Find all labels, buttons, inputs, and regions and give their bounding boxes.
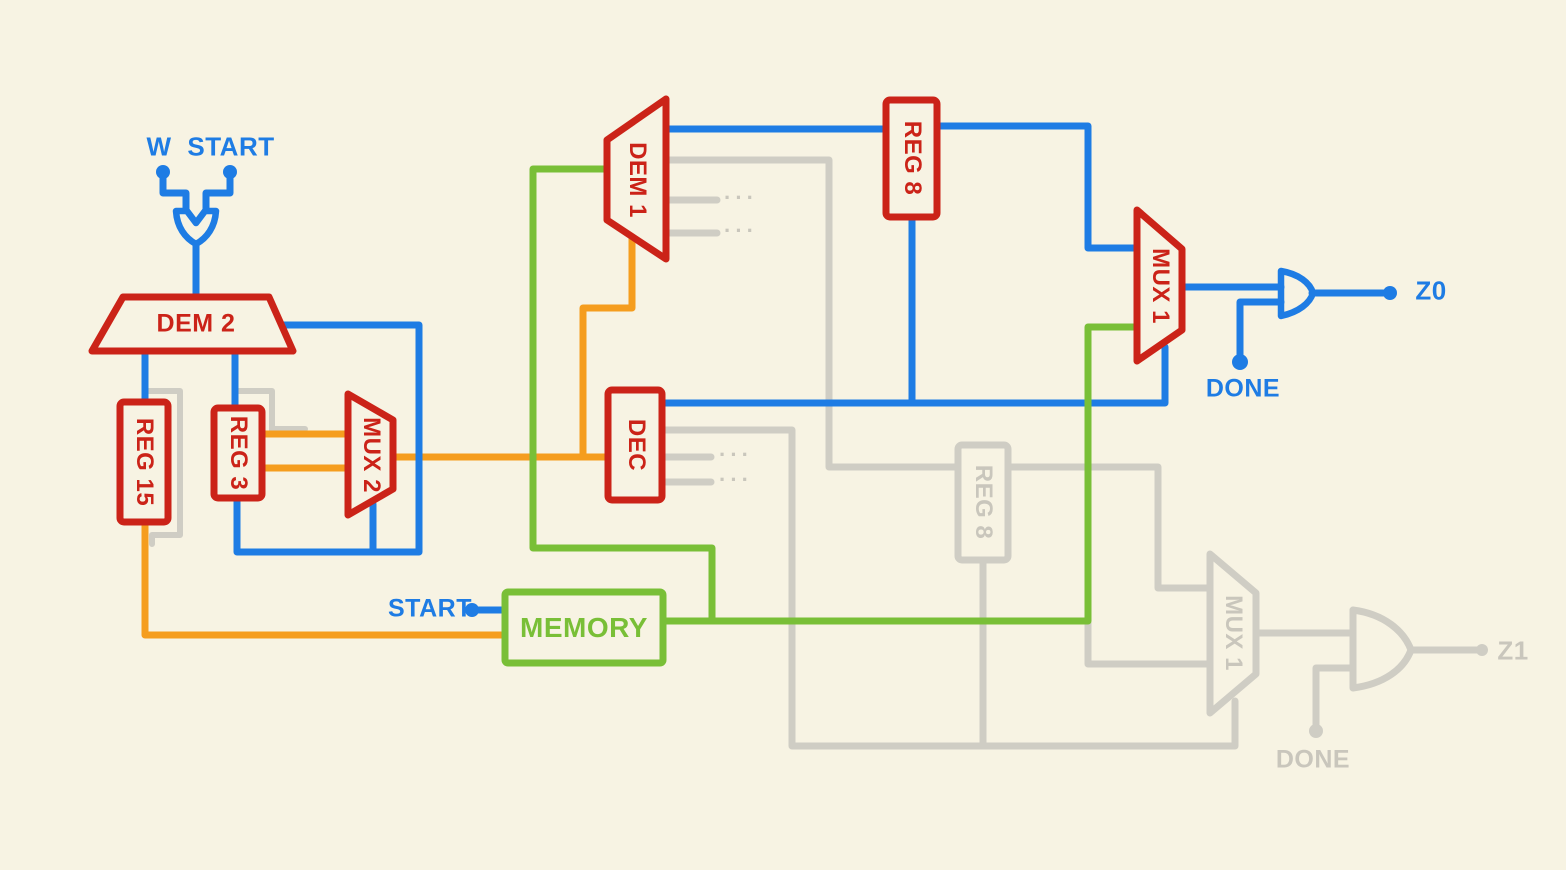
wire-start-lead xyxy=(202,174,234,213)
wire-memory-mux1 xyxy=(658,323,1142,625)
wire-donei-lead xyxy=(1312,664,1358,730)
dem1-label: DEM 1 xyxy=(624,142,651,218)
wire-reg8-mux1 xyxy=(932,122,1142,252)
z0-label: Z0 xyxy=(1415,275,1447,306)
dem1-ellipsis-2: ··· xyxy=(724,218,758,243)
wire-w-lead xyxy=(159,174,190,213)
reg15-box xyxy=(116,398,172,526)
wire-dem1-ghost xyxy=(663,156,963,471)
start-memory-label: START xyxy=(388,594,472,623)
mux2-body xyxy=(344,390,397,519)
done-label: DONE xyxy=(1205,374,1281,403)
dec-ellipsis-2: ··· xyxy=(719,467,753,492)
done-inactive-label: DONE xyxy=(1275,745,1351,774)
wire-memory-dem1 xyxy=(529,165,716,625)
active-components xyxy=(88,95,1186,526)
memory-label: MEMORY xyxy=(520,612,648,643)
wire-reg15-memory xyxy=(141,517,510,639)
mux1-label: MUX 1 xyxy=(1147,248,1174,324)
orange-wires xyxy=(141,234,636,639)
start-top-label: START xyxy=(187,131,275,162)
done-inactive-terminal xyxy=(1309,724,1323,738)
inactive-components xyxy=(954,441,1488,738)
mux1-inactive-label: MUX 1 xyxy=(1220,595,1247,671)
mux1-body xyxy=(1133,206,1186,365)
gates-and-terminals xyxy=(156,165,1397,617)
wire-done-lead xyxy=(1236,298,1285,360)
w-terminal xyxy=(156,165,170,179)
memory-box xyxy=(501,588,667,667)
dem1-ellipsis-1: ··· xyxy=(724,185,758,210)
or-gate-icon xyxy=(172,207,220,248)
start-memory-terminal xyxy=(465,603,479,617)
done-terminal xyxy=(1232,354,1248,370)
wire-dem1-select xyxy=(579,234,636,460)
wire-dec-ghost-select xyxy=(657,426,1239,750)
wire-dem2-loop xyxy=(233,321,423,556)
dec-box xyxy=(604,386,666,504)
reg3-box xyxy=(210,404,266,502)
mux1-inactive-body xyxy=(1206,550,1260,717)
wire-reg15-ghost xyxy=(144,388,183,547)
reg8-label: REG 8 xyxy=(899,120,926,196)
z0-gate-icon xyxy=(1277,267,1317,320)
dem2-body xyxy=(88,293,297,355)
z0-terminal xyxy=(1383,286,1397,300)
w-label: W xyxy=(146,131,172,162)
dem2-label: DEM 2 xyxy=(156,309,236,338)
wire-reg3-ghost xyxy=(234,388,275,435)
green-wires xyxy=(529,165,1142,625)
z1-gate-icon xyxy=(1349,606,1415,692)
z1-terminal xyxy=(1476,644,1488,656)
blue-wires xyxy=(141,122,1394,614)
wire-dec-mux1-select xyxy=(657,343,1169,407)
reg8-inactive-label: REG 8 xyxy=(970,464,997,540)
z1-label: Z1 xyxy=(1497,635,1529,666)
dec-ellipsis-1: ··· xyxy=(719,442,753,467)
reg15-label: REG 15 xyxy=(131,417,158,507)
reg8-inactive-box xyxy=(954,441,1012,564)
start-top-terminal xyxy=(223,165,237,179)
dec-label: DEC xyxy=(623,418,650,472)
mux2-label: MUX 2 xyxy=(358,417,385,493)
wire-reg8i-to-mux1i xyxy=(1003,463,1215,592)
dem1-body xyxy=(603,95,670,263)
reg3-label: REG 3 xyxy=(225,415,252,491)
wire-memory-ghost xyxy=(1084,619,1215,668)
inactive-wires xyxy=(144,156,1486,750)
reg8-box xyxy=(882,96,941,221)
